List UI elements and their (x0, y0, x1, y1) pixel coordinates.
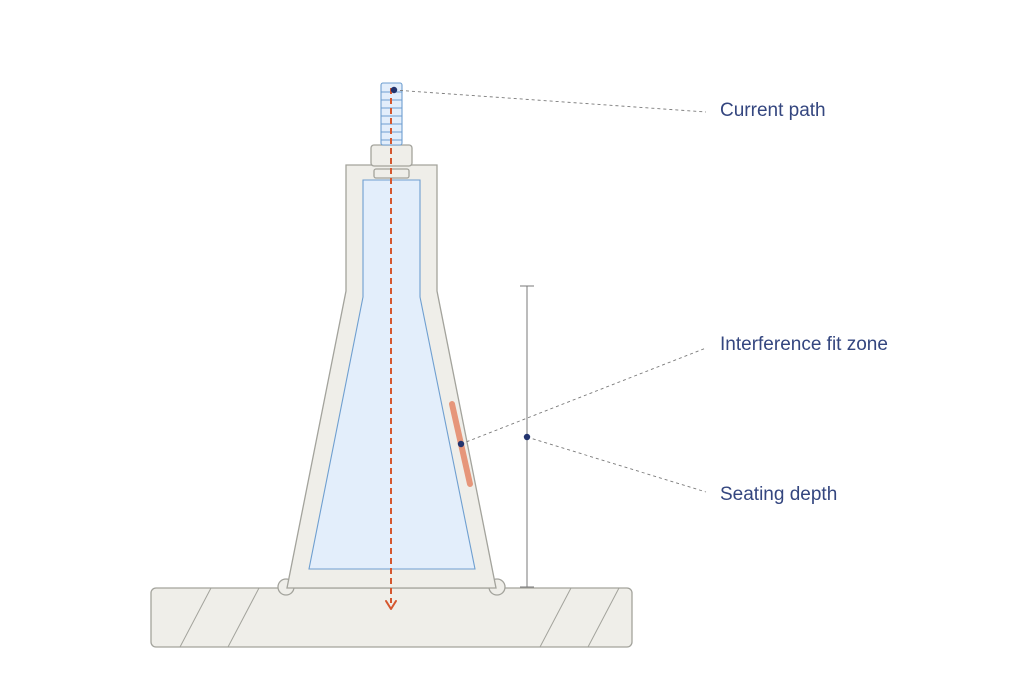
callout-interference-fit-zone: Interference fit zone (720, 334, 888, 355)
base-plate (150, 587, 633, 648)
callout-current-path: Current path (720, 100, 826, 121)
leader-seating-depth (526, 436, 707, 493)
base-plate-hatching (179, 587, 620, 648)
arrow-down-icon (385, 600, 397, 610)
anchor-dot-seating-depth (523, 433, 531, 441)
anchor-dot-current-path (390, 86, 398, 94)
leader-current-path (393, 89, 707, 113)
anchor-dot-interference-fit (457, 440, 465, 448)
callout-seating-depth: Seating depth (720, 484, 838, 505)
leader-interference-fit (460, 347, 707, 445)
inner-core (308, 179, 476, 570)
